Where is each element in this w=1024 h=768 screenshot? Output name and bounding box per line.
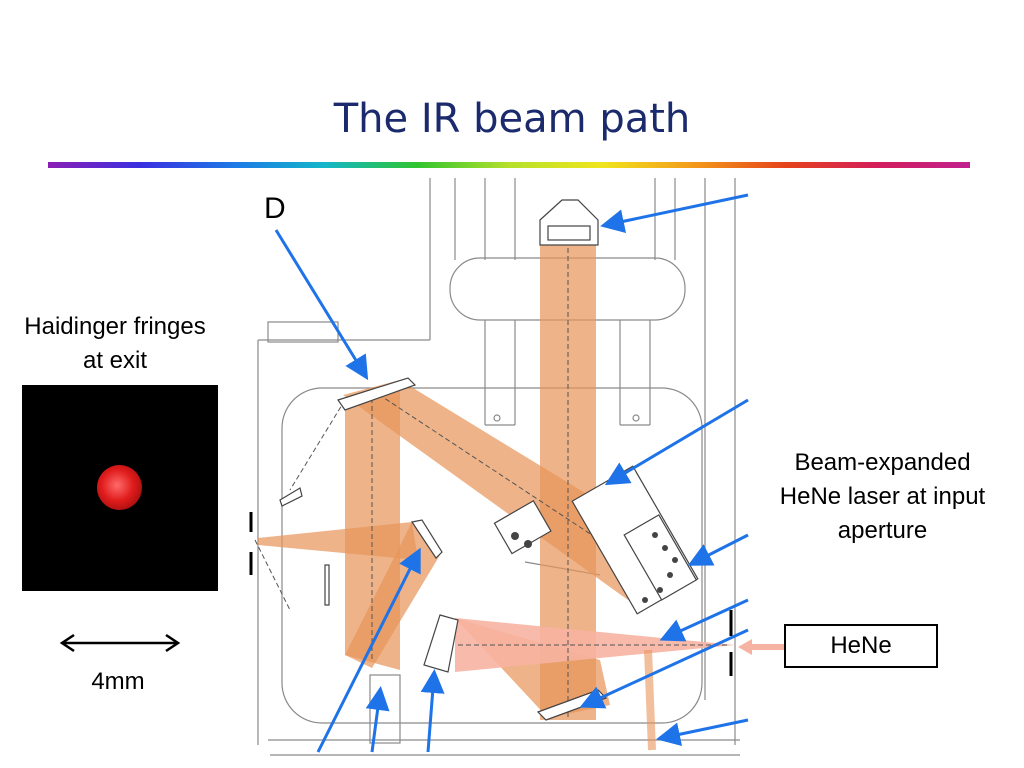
hene-input-arrow [738,639,784,655]
instrument-outline [257,178,740,756]
scale-bar-arrow [59,633,181,653]
fringes-image [22,385,218,591]
fringe-spot [97,465,142,510]
component-details [511,532,678,603]
diagram-label-d: D [264,192,286,225]
title-divider [48,162,970,168]
fringes-caption: Haidinger fringes at exit [24,313,206,374]
scale-bar-label: 4mm [91,668,145,695]
aperture-marks [249,512,733,676]
slide-title: The IR beam path [333,96,691,142]
optical-components [279,199,699,721]
pointer-arrows [274,193,749,753]
laser-caption: Beam-expanded HeNe laser at input apertu… [779,449,986,544]
hene-label-box: HeNe [784,624,938,668]
